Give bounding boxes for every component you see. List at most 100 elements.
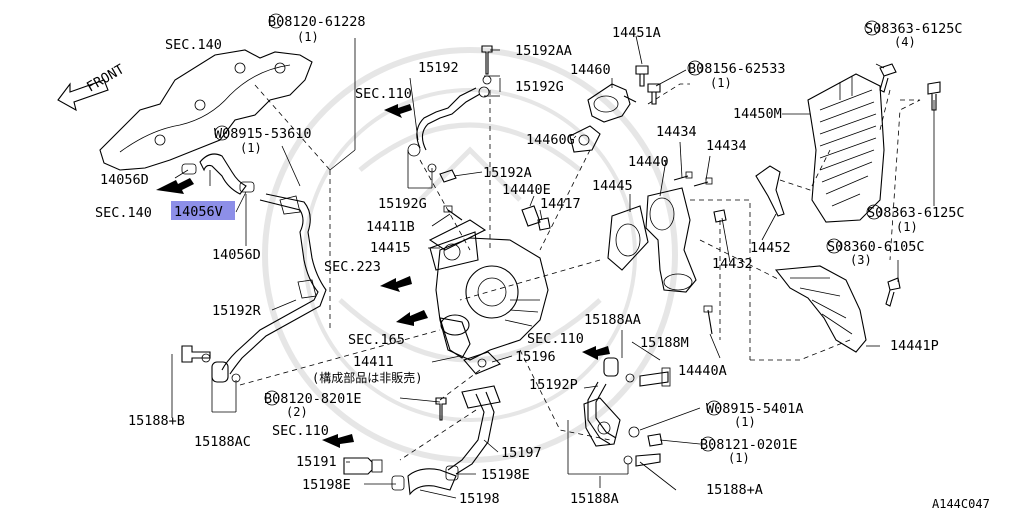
label-s08363-6125C-top[interactable]: S08363-6125C: [865, 21, 963, 37]
label-14440[interactable]: 14440: [628, 154, 669, 170]
label-15188AA[interactable]: 15188AA: [584, 312, 641, 328]
label-15198[interactable]: 15198: [459, 491, 500, 507]
label-15188plusA[interactable]: 15188+A: [706, 482, 763, 498]
label-s08360-6105C[interactable]: S08360-6105C: [827, 239, 925, 255]
label-sec165[interactable]: SEC.165: [348, 332, 405, 348]
badge-b-08156-62533: [687, 60, 703, 76]
label-w08915-5401A[interactable]: W08915-5401A: [706, 401, 804, 417]
label-14417[interactable]: 14417: [540, 196, 581, 212]
hose-14056V: [181, 153, 255, 195]
nut-14432: [713, 209, 727, 223]
label-14445[interactable]: 14445: [592, 178, 633, 194]
stud-14411B: [443, 205, 463, 221]
pipe-15197: [447, 385, 501, 475]
label-14460G[interactable]: 14460G: [526, 132, 575, 148]
label-14432[interactable]: 14432: [712, 256, 753, 272]
label-w08915-53610[interactable]: W08915-53610: [214, 126, 312, 142]
oil-pipe-15192: [407, 86, 490, 157]
bracket-14452: [755, 165, 785, 217]
label-b08120-8201E[interactable]: B08120-8201E: [264, 391, 362, 407]
sec-arrow-sec110-mid: [582, 346, 610, 360]
badge-b-08121: [700, 436, 716, 452]
label-qty-1-b: (1): [240, 141, 262, 155]
label-14451A[interactable]: 14451A: [612, 25, 661, 41]
label-15192A[interactable]: 15192A: [483, 165, 532, 181]
diagram-code: A144C047: [932, 497, 990, 511]
label-15196[interactable]: 15196: [515, 349, 556, 365]
label-15191[interactable]: 15191: [296, 454, 337, 470]
leader-lines: [171, 35, 935, 499]
label-sec223[interactable]: SEC.223: [324, 259, 381, 275]
label-15188B[interactable]: 15188+B: [128, 413, 185, 429]
label-sec110-mid[interactable]: SEC.110: [527, 331, 584, 347]
outlet-14460: [587, 83, 637, 123]
label-15192P[interactable]: 15192P: [529, 377, 578, 393]
label-sec110-bot[interactable]: SEC.110: [272, 423, 329, 439]
dashed-guides: [239, 83, 921, 461]
clamp-15198E-right: [445, 465, 459, 481]
label-15192G-top[interactable]: 15192G: [515, 79, 564, 95]
gasket-14445: [607, 205, 649, 271]
fitting-15188AA: [603, 357, 635, 383]
label-14434-a[interactable]: 14434: [656, 124, 697, 140]
label-15198E-left[interactable]: 15198E: [302, 477, 351, 493]
label-15188AC[interactable]: 15188AC: [194, 434, 251, 450]
watermark-emblem: [262, 47, 678, 463]
label-15192G-bot[interactable]: 15192G: [378, 196, 427, 212]
label-sec140-top[interactable]: SEC.140: [165, 37, 222, 53]
label-s08363-6125C-mid[interactable]: S08363-6125C: [867, 205, 965, 221]
label-15192R[interactable]: 15192R: [212, 303, 262, 319]
label-14411[interactable]: 14411: [353, 354, 394, 370]
label-15192[interactable]: 15192: [418, 60, 459, 76]
label-14452[interactable]: 14452: [750, 240, 791, 256]
label-14450M[interactable]: 14450M: [733, 106, 782, 122]
label-b08156-62533[interactable]: B08156-62533: [688, 61, 786, 77]
label-14411B[interactable]: 14411B: [366, 219, 415, 235]
badge-w-08915-53610: [214, 125, 230, 141]
label-qty-1-d: (1): [896, 220, 918, 234]
label-15192AA[interactable]: 15192AA: [515, 43, 572, 59]
label-qty-1-f: (1): [728, 451, 750, 465]
text-labels: FRONT SEC.140 SEC.140 SEC.110 SEC.110 SE…: [84, 14, 990, 511]
badge-b-08120-8201E: [264, 390, 280, 406]
clamp-14056D-top: [181, 163, 197, 175]
label-14056D-top[interactable]: 14056D: [100, 172, 149, 188]
bolt-08363-top: [879, 63, 897, 93]
label-b08120-61228[interactable]: B08120-61228: [268, 14, 366, 30]
sec-arrow-sec223: [380, 276, 412, 292]
label-15197[interactable]: 15197: [501, 445, 542, 461]
label-14440E[interactable]: 14440E: [502, 182, 551, 198]
stud-14434-b: [693, 177, 713, 187]
label-qty-4: (4): [894, 35, 916, 49]
label-qty-1-a: (1): [297, 30, 319, 44]
label-15188A[interactable]: 15188A: [570, 491, 619, 507]
label-note-not-sold: (構成部品は非販売): [312, 370, 422, 385]
bolt-08120-8201E: [435, 397, 447, 421]
label-sec110-top[interactable]: SEC.110: [355, 86, 412, 102]
bolt-08156: [647, 83, 661, 105]
stud-14434-a: [673, 171, 693, 181]
badge-s-08363-top: [864, 20, 880, 36]
label-15188M[interactable]: 15188M: [640, 335, 689, 351]
label-14056V[interactable]: 14056V: [174, 204, 223, 220]
washer-08915-5401A: [628, 426, 640, 438]
label-15198E-right[interactable]: 15198E: [481, 467, 530, 483]
label-sec140-left[interactable]: SEC.140: [95, 205, 152, 221]
stud-14440A: [703, 305, 713, 335]
label-14434-b[interactable]: 14434: [706, 138, 747, 154]
badge-b-08120-61228: [268, 13, 284, 29]
bolt-14451A: [635, 65, 649, 87]
bolt-15188B: [181, 345, 211, 363]
label-qty-2: (2): [286, 405, 308, 419]
clamp-14056D-bot: [239, 181, 255, 193]
label-b08121-0201E[interactable]: B08121-0201E: [700, 437, 798, 453]
label-14440A[interactable]: 14440A: [678, 363, 727, 379]
badge-w-08915-5401A: [706, 400, 722, 416]
label-14441P[interactable]: 14441P: [890, 338, 939, 354]
label-14415[interactable]: 14415: [370, 240, 411, 256]
label-14056D-bot[interactable]: 14056D: [212, 247, 261, 263]
sec-arrow-sec140: [156, 178, 194, 194]
label-14460[interactable]: 14460: [570, 62, 611, 78]
badge-s-08360: [826, 238, 842, 254]
